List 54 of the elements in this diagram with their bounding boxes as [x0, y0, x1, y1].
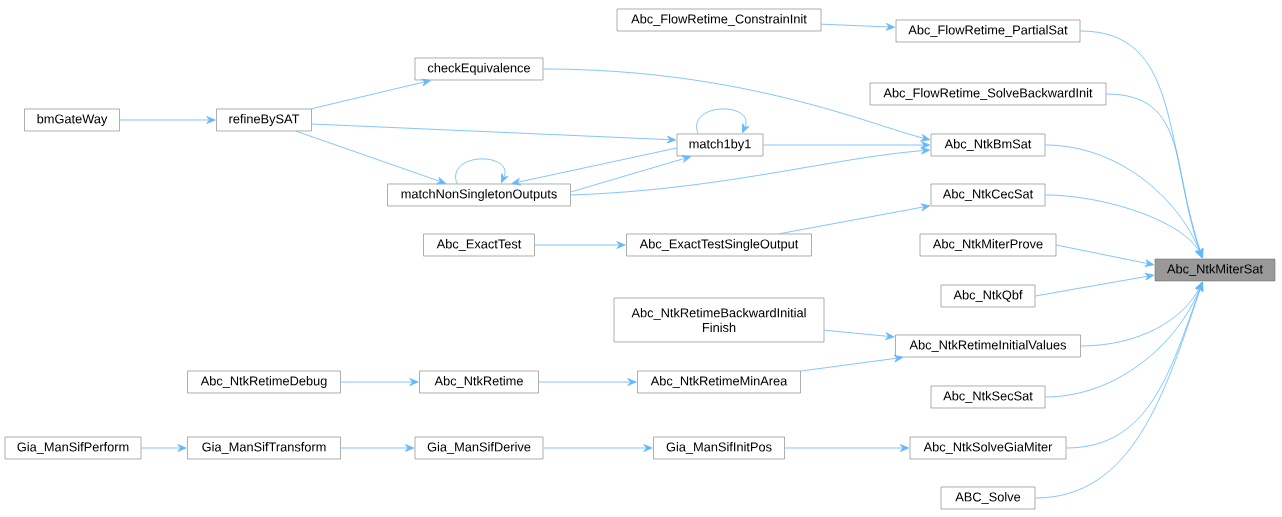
function-box: checkEquivalence: [414, 57, 544, 81]
arrow: [542, 68, 931, 142]
arrow: [820, 23, 896, 31]
function-box: Abc_NtkRetimeDebug: [187, 370, 341, 394]
function-box: Abc_FlowRetime_PartialSat: [895, 19, 1081, 43]
function-box: Abc_FlowRetime_ConstrainInit: [616, 8, 822, 32]
arrow: [800, 354, 904, 372]
function-box: Abc_NtkBmSat: [930, 133, 1046, 157]
arrow: [538, 378, 637, 386]
function-box: Abc_NtkRetimeBackwardInitial Finish: [613, 297, 825, 343]
arrow: [534, 241, 626, 249]
loop-arrow: [455, 158, 509, 185]
arrow: [1065, 281, 1204, 449]
arrow: [570, 146, 931, 196]
function-box: Abc_NtkSecSat: [930, 385, 1046, 409]
function-box: Abc_NtkQbf: [940, 284, 1036, 308]
function-box: Abc_FlowRetime_SolveBackwardInit: [869, 82, 1107, 106]
function-box: Gia_ManSifInitPos: [653, 436, 785, 460]
function-box: Abc_NtkRetimeInitialValues: [895, 334, 1081, 358]
function-box: matchNonSingletonOutputs: [387, 183, 571, 207]
function-box: Abc_ExactTest: [423, 233, 535, 257]
arrow: [295, 130, 447, 185]
arrow: [340, 444, 415, 452]
arrow: [340, 378, 419, 386]
function-box: Abc_NtkRetime: [419, 370, 539, 394]
function-box: match1by1: [676, 133, 764, 157]
arrow: [1034, 272, 1155, 297]
arrow: [311, 78, 431, 110]
arrow: [1034, 281, 1204, 499]
function-box: Gia_ManSifDerive: [414, 436, 544, 460]
arrow: [779, 203, 931, 235]
function-box: Abc_ExactTestSingleOutput: [626, 233, 812, 257]
arrow: [1044, 194, 1203, 259]
function-box: Gia_ManSifPerform: [4, 436, 142, 460]
arrow: [511, 147, 678, 186]
loop-arrow: [696, 108, 750, 135]
function-box: ABC_Solve: [940, 486, 1036, 510]
highlighted-function-box: Abc_NtkMiterSat: [1154, 258, 1276, 282]
arrow: [311, 123, 677, 144]
function-box: Abc_NtkRetimeMinArea: [637, 370, 801, 394]
function-box: Abc_NtkMiterProve: [919, 233, 1057, 257]
arrow: [542, 444, 653, 452]
function-box: Gia_ManSifTransform: [187, 436, 341, 460]
arrow: [784, 444, 910, 452]
arrow: [823, 329, 895, 340]
function-box: refineBySAT: [216, 108, 312, 132]
function-box: Abc_NtkSolveGiaMiter: [909, 436, 1067, 460]
function-box: Abc_NtkCecSat: [930, 183, 1046, 207]
arrow: [140, 444, 187, 452]
function-box: bmGateWay: [24, 108, 120, 132]
arrow: [1055, 244, 1155, 267]
arrow: [762, 141, 931, 149]
arrow: [570, 155, 692, 193]
arrow: [119, 116, 216, 124]
